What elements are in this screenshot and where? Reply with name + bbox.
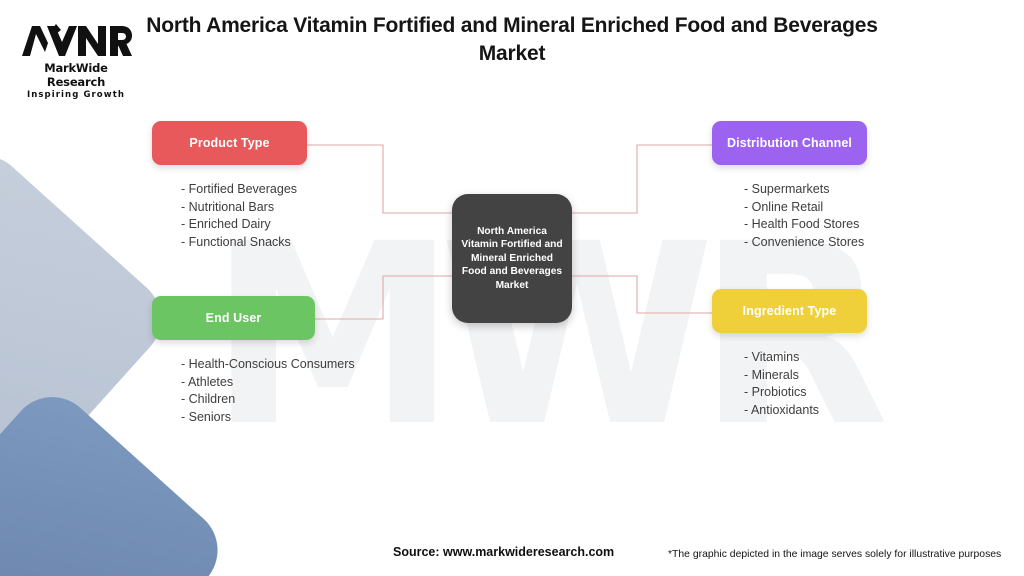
center-line: Food and Beverages: [461, 266, 563, 278]
branch-product-type: Product Type - Fortified Beverages - Nut…: [152, 121, 307, 251]
list-item: - Seniors: [181, 409, 232, 424]
list-item: - Vitamins: [744, 350, 800, 364]
mwr-logo-icon: [22, 24, 132, 56]
branch-items-end-user: - Health-Conscious Consumers - Athletes …: [152, 356, 355, 426]
list-item: - Health-Conscious Consumers: [181, 357, 355, 371]
list-item: - Nutritional Bars: [181, 199, 275, 214]
center-line: Mineral Enriched: [470, 252, 554, 264]
list-item: - Fortified Beverages: [181, 182, 298, 196]
list-item: - Functional Snacks: [181, 234, 291, 249]
branch-distribution-channel: Distribution Channel - Supermarkets - On…: [712, 121, 867, 251]
source-label: Source: www.markwideresearch.com: [393, 545, 615, 559]
list-item: - Enriched Dairy: [181, 217, 271, 232]
page-title: North America Vitamin Fortified and Mine…: [146, 14, 878, 65]
branch-label-product-type[interactable]: Product Type: [152, 121, 307, 165]
brand-logo: MarkWide Research Inspiring Growth: [16, 22, 136, 100]
center-node-text: North America Vitamin Fortified and Mine…: [461, 225, 562, 293]
list-item: - Minerals: [744, 367, 799, 382]
connector-end-user: [315, 275, 452, 320]
list-item: - Health Food Stores: [744, 217, 860, 232]
branch-items-distribution-channel: - Supermarkets - Online Retail - Health …: [712, 181, 867, 251]
branch-title-text: Distribution Channel: [727, 136, 852, 150]
center-line: Vitamin Fortified and: [461, 239, 563, 251]
list-item: - Online Retail: [744, 199, 824, 214]
list-item: - Antioxidants: [744, 402, 820, 417]
list-item: - Supermarkets: [744, 182, 830, 196]
connector-ingredient-type: [572, 275, 712, 314]
branch-ingredient-type: Ingredient Type - Vitamins - Minerals - …: [712, 289, 867, 419]
disclaimer-text: *The graphic depicted in the image serve…: [668, 549, 1002, 560]
branch-end-user: End User - Health-Conscious Consumers - …: [152, 296, 355, 426]
branch-label-distribution-channel[interactable]: Distribution Channel: [712, 121, 867, 165]
branch-items-product-type: - Fortified Beverages - Nutritional Bars…: [152, 181, 307, 251]
center-node: North America Vitamin Fortified and Mine…: [452, 194, 572, 323]
connector-product-type: [307, 144, 452, 214]
center-line: Market: [495, 279, 529, 291]
connector-distribution-channel: [572, 144, 712, 214]
list-item: - Children: [181, 392, 236, 407]
list-item: - Athletes: [181, 374, 234, 389]
brand-name: MarkWide Research: [44, 61, 108, 89]
branch-title-text: Product Type: [189, 136, 270, 150]
list-item: - Convenience Stores: [744, 234, 865, 249]
branch-label-end-user[interactable]: End User: [152, 296, 315, 340]
brand-tagline: Inspiring Growth: [26, 90, 126, 100]
branch-title-text: Ingredient Type: [742, 304, 837, 318]
branch-title-text: End User: [205, 311, 262, 325]
list-item: - Probiotics: [744, 385, 807, 400]
branch-items-ingredient-type: - Vitamins - Minerals - Probiotics - Ant…: [712, 349, 867, 419]
branch-label-ingredient-type[interactable]: Ingredient Type: [712, 289, 867, 333]
center-line: North America: [477, 225, 547, 237]
